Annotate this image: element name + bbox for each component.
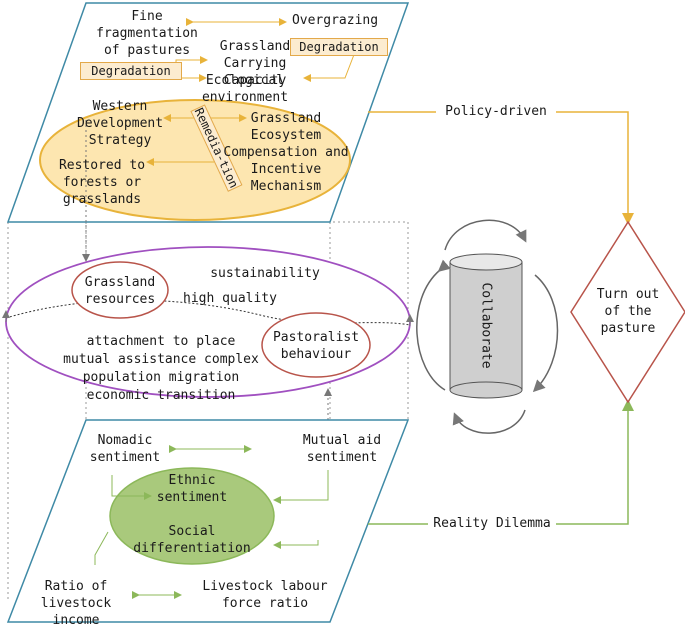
ethnic-sentiment-label: Ethnic sentiment [156,473,228,505]
degradation-left-label: Degradation [80,62,182,80]
turn-out-diamond [570,220,685,404]
cycle-arrow-bottom [452,409,526,434]
grassland-carrying-label: Grassland Carrying Capacity [219,39,291,88]
degradation-right-label: Degradation [290,38,388,56]
ratio-link-line [94,531,109,565]
western-development-label: Western Development Strategy [76,99,164,148]
high-quality-label: high quality [183,291,277,306]
cylinder-body [449,261,523,391]
middle-divider-curve [5,299,411,326]
nomadic-sentiment-label: Nomadic sentiment [89,433,161,465]
sustainability-label: sustainability [210,266,320,281]
collaborate-label: Collaborate [478,282,494,369]
mutual-aid-sentiment-label: Mutual aid sentiment [302,433,382,465]
cylinder-top [449,253,523,271]
social-differentiation-label: Social differentiation [133,524,251,556]
mutual-to-ethnic-arrow [273,470,329,504]
nomadic-to-ethnic-arrow [111,475,152,500]
pastoralist-ellipse [261,312,371,378]
social-factors-label: attachment to place mutual assistance co… [63,334,259,403]
cycle-arrow-left [416,259,451,391]
ecological-environment-label: Ecological environment [201,73,289,105]
grassland-ecosystem-label: Grassland Ecosystem Compensation and Inc… [223,111,349,194]
cycle-arrow-top [444,219,527,251]
policy-driven-line [368,111,634,225]
fine-fragmentation-label: Fine fragmentation of pastures [96,9,198,58]
policy-ellipse [39,99,351,221]
restored-label: Restored to forests or grasslands [58,158,146,207]
grassland-resources-label: Grassland resources [84,275,156,307]
cycle-arrow-right [532,274,559,393]
overgrazing-label: Overgrazing [291,13,379,28]
policy-driven-label: Policy-driven [436,103,556,120]
turn-out-pasture-label: Turn out of the pasture [596,287,660,336]
degradation-right-arrow [303,51,356,82]
livestock-labour-ratio-label: Livestock labour force ratio [202,579,328,611]
grassland-resources-ellipse [71,261,169,319]
labour-to-social-arrow [273,540,319,549]
cylinder-bottom [449,381,523,399]
reality-dilemma-label: Reality Dilemma [428,515,556,532]
pastoralist-behaviour-label: Pastoralist behaviour [272,330,360,362]
ratio-livestock-income-label: Ratio of livestock income [40,579,112,628]
